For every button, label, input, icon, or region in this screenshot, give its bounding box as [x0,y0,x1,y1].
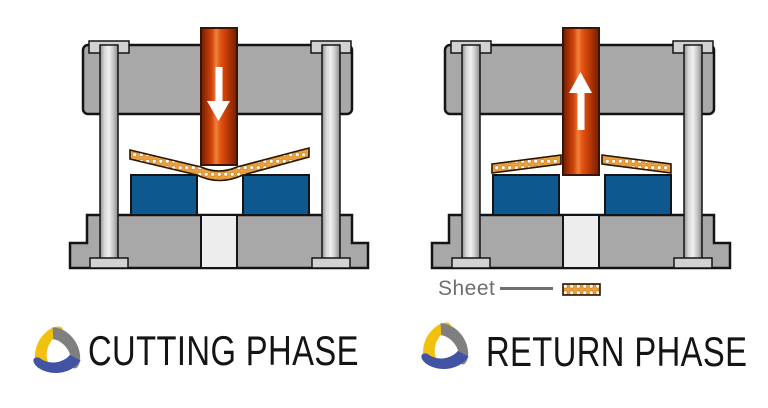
triangle-triskelion-logo [421,322,469,370]
up-arrow-icon [569,72,592,130]
cut-sheet-left [491,154,562,174]
return-phase-press-diagram [430,27,732,270]
die-channel [200,214,238,269]
guide-pillar-left [461,44,481,262]
sheet-legend-swatch [562,283,601,296]
die-block-left [492,174,560,216]
logo-yellow-swoosh [35,326,63,369]
sheet-legend-label: Sheet [438,277,496,300]
pillar-foot-right [311,257,351,269]
die-channel [562,214,600,269]
cutting-phase-caption: CUTTING PHASE [88,327,359,374]
pillar-foot-left [89,257,129,269]
pillar-foot-left [451,257,491,269]
guide-pillar-right [683,44,703,262]
logo-blue-swoosh [421,350,469,370]
guide-pillar-right [321,44,341,262]
sheet-being-cut [129,146,310,182]
return-phase-caption: RETURN PHASE [486,328,748,375]
logo-blue-swoosh [33,354,81,374]
die-block-right [604,174,672,216]
sheet-legend-line [500,287,553,290]
triangle-triskelion-logo [33,326,81,374]
cutting-phase-press-diagram [68,27,370,270]
cut-sheet-right [601,154,672,174]
pillar-foot-right [673,257,713,269]
die-block-left [130,174,198,216]
guide-pillar-left [99,44,119,262]
down-arrow-icon [207,67,230,121]
die-block-right [242,174,310,216]
logo-yellow-swoosh [423,322,451,365]
